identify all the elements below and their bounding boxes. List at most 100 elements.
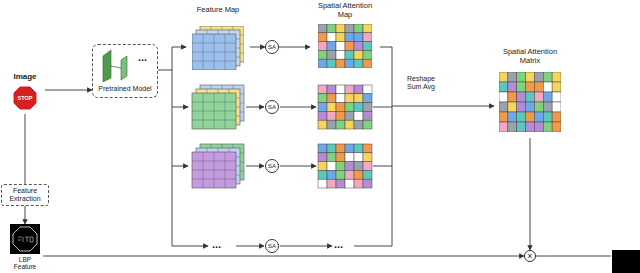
node-fm: Feature Map bbox=[186, 6, 250, 74]
attention-cell bbox=[534, 92, 543, 102]
attention-cell bbox=[534, 122, 543, 132]
attention-cell bbox=[499, 72, 508, 82]
attention-cell bbox=[318, 162, 327, 171]
attention-cell bbox=[327, 59, 336, 68]
attention-cell bbox=[318, 94, 327, 103]
model-layers bbox=[99, 48, 143, 82]
attention-cell bbox=[336, 162, 345, 171]
attention-cell bbox=[526, 82, 535, 92]
attention-cell bbox=[499, 92, 508, 102]
attention-cell bbox=[363, 33, 372, 42]
attention-cell bbox=[345, 144, 354, 153]
attention-cell bbox=[327, 33, 336, 42]
attention-cell bbox=[508, 122, 517, 132]
attention-cell bbox=[327, 42, 336, 51]
feature-map-stack bbox=[192, 26, 244, 70]
feature-grid-line bbox=[192, 179, 236, 180]
attention-cell bbox=[336, 120, 345, 129]
attention-cell bbox=[345, 120, 354, 129]
connector bbox=[279, 47, 310, 48]
attention-cell bbox=[499, 112, 508, 122]
attention-cell bbox=[354, 153, 363, 162]
attention-cell bbox=[327, 103, 336, 112]
attention-cell bbox=[354, 120, 363, 129]
map-wire bbox=[246, 107, 264, 108]
attention-cell bbox=[336, 179, 345, 188]
attention-cell bbox=[336, 42, 345, 51]
attention-cell bbox=[327, 24, 336, 33]
attention-cell bbox=[499, 122, 508, 132]
attention-cell bbox=[318, 50, 327, 59]
feature-grid-line bbox=[192, 61, 236, 62]
attention-cell bbox=[499, 102, 508, 112]
stop-text: STOP bbox=[13, 86, 37, 110]
attention-cell bbox=[345, 103, 354, 112]
node-circ: SA bbox=[265, 40, 279, 54]
attention-cell bbox=[363, 170, 372, 179]
attention-cell bbox=[508, 112, 517, 122]
branch-wire bbox=[172, 166, 188, 167]
attention-cell bbox=[517, 112, 526, 122]
operator-circle-text: × bbox=[527, 252, 532, 261]
attention-cell bbox=[336, 144, 345, 153]
operator-circle-text: SA bbox=[268, 44, 276, 50]
attention-cell bbox=[354, 170, 363, 179]
attention-cell bbox=[336, 33, 345, 42]
attention-cell bbox=[543, 122, 552, 132]
feature-grid-line bbox=[192, 170, 236, 171]
attention-cell bbox=[552, 72, 561, 82]
attention-cell bbox=[363, 153, 372, 162]
connector bbox=[25, 114, 26, 184]
attention-cell bbox=[327, 111, 336, 120]
attention-cell bbox=[336, 85, 345, 94]
attention-cell bbox=[363, 111, 372, 120]
attention-cell bbox=[345, 111, 354, 120]
attention-cell bbox=[327, 120, 336, 129]
attention-cell bbox=[354, 103, 363, 112]
operator-circle-text: SA bbox=[268, 104, 276, 110]
attention-cell bbox=[363, 103, 372, 112]
attention-cell bbox=[517, 72, 526, 82]
attention-cell bbox=[345, 59, 354, 68]
node-circ: SA bbox=[265, 100, 279, 114]
attention-cell bbox=[354, 50, 363, 59]
feature-layer bbox=[192, 34, 236, 70]
attention-cell bbox=[534, 82, 543, 92]
attention-cell bbox=[327, 94, 336, 103]
node-sam: Spatial Attention Map bbox=[310, 2, 380, 70]
feature-map-label: Feature Map bbox=[186, 6, 250, 15]
bus-wire bbox=[373, 107, 392, 108]
connector bbox=[158, 47, 186, 70]
attention-cell bbox=[336, 24, 345, 33]
attention-cell bbox=[318, 170, 327, 179]
attention-cell bbox=[526, 102, 535, 112]
feature-grid-line bbox=[225, 93, 226, 129]
attention-cell bbox=[354, 33, 363, 42]
connector bbox=[530, 138, 531, 250]
feature-grid-line bbox=[192, 111, 236, 112]
attention-cell bbox=[363, 59, 372, 68]
attention-cell bbox=[354, 144, 363, 153]
connector bbox=[43, 256, 524, 257]
attention-cell bbox=[517, 82, 526, 92]
attention-cell bbox=[552, 82, 561, 92]
attention-cell bbox=[345, 179, 354, 188]
attention-cell bbox=[345, 94, 354, 103]
attention-cell bbox=[318, 103, 327, 112]
attention-cell bbox=[318, 111, 327, 120]
attention-cell bbox=[508, 72, 517, 82]
attention-cell bbox=[526, 72, 535, 82]
attention-cell bbox=[354, 24, 363, 33]
attention-cell bbox=[534, 112, 543, 122]
attention-cell bbox=[543, 92, 552, 102]
attention-cell bbox=[318, 144, 327, 153]
lbp-texture bbox=[18, 237, 33, 242]
node-pre: Pretrained Model bbox=[92, 44, 158, 98]
attention-cell bbox=[336, 94, 345, 103]
bus-wire bbox=[354, 246, 392, 247]
feature-grid-line bbox=[225, 34, 226, 70]
node-lbp: LBP Feature bbox=[7, 224, 43, 270]
attention-cell bbox=[327, 179, 336, 188]
attention-cell bbox=[354, 162, 363, 171]
attention-cell bbox=[345, 153, 354, 162]
